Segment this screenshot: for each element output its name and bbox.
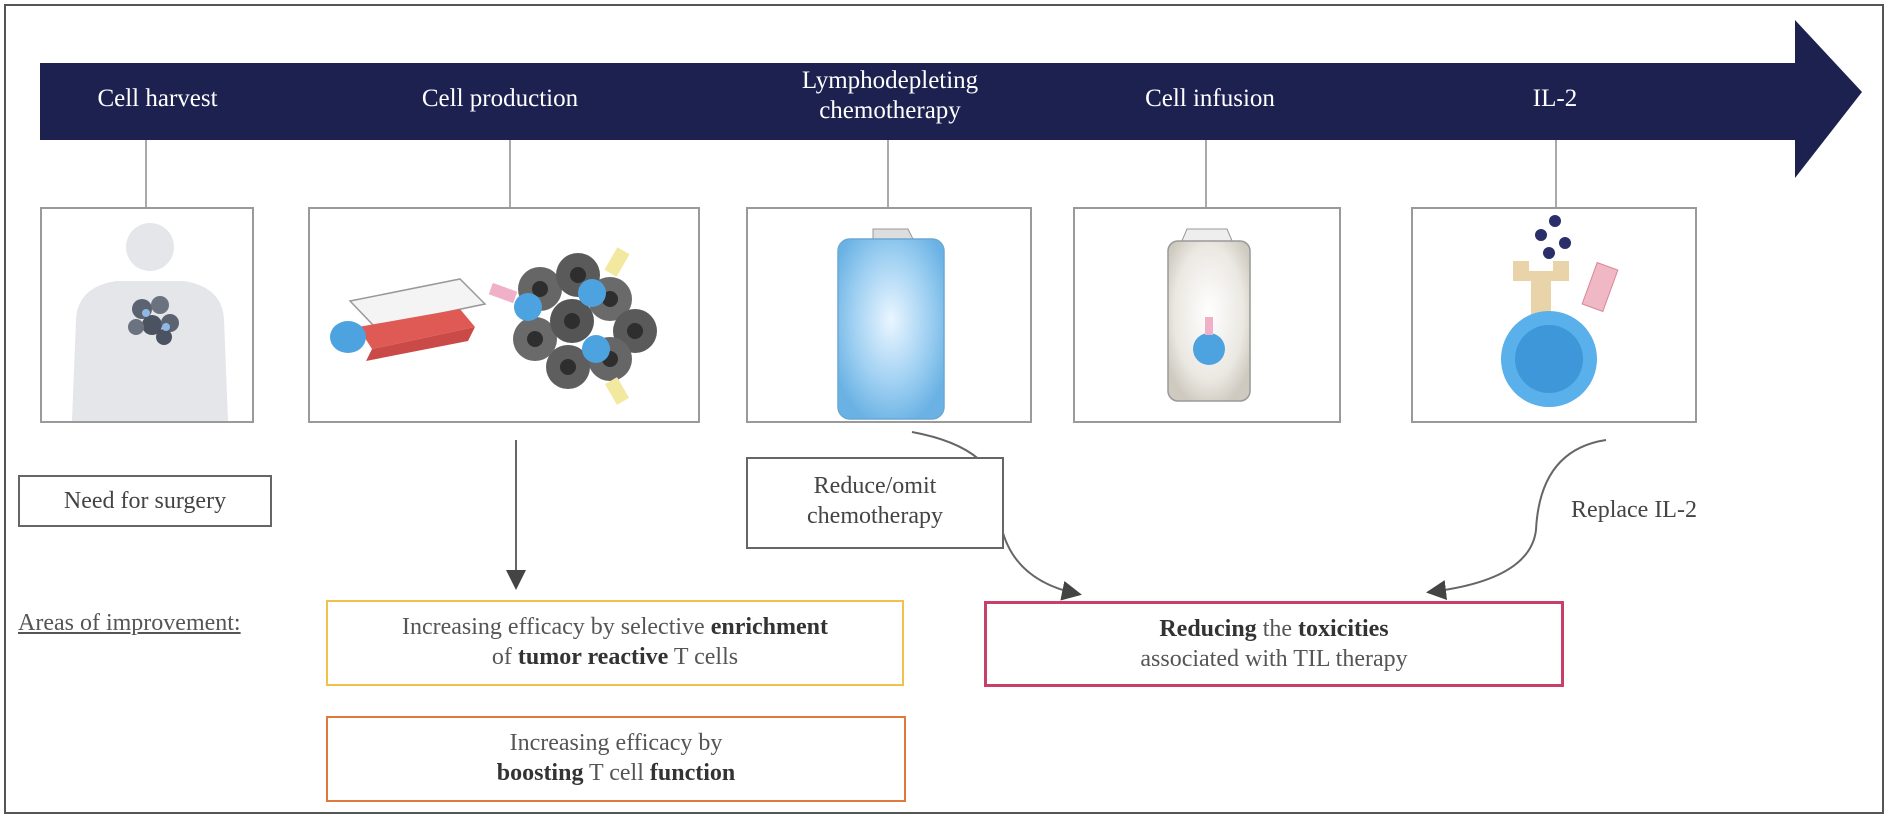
iv-bag-blue-icon bbox=[837, 228, 945, 420]
step-label-il2: IL-2 bbox=[1532, 85, 1578, 112]
panel-il2 bbox=[1411, 207, 1697, 423]
step-label-lymphodepleting-chemotherapy: Lymphodepleting chemotherapy bbox=[801, 67, 979, 124]
toxicity-bold-1: Reducing bbox=[1159, 616, 1257, 642]
timeline-arrow bbox=[40, 20, 1862, 178]
toxicity-text-2: associated with TIL therapy bbox=[1140, 646, 1408, 672]
tumor-cell-cluster-icon bbox=[488, 247, 657, 405]
t-cell-il2-receptor-icon bbox=[1501, 215, 1619, 407]
boosting-bold-2: function bbox=[649, 760, 736, 786]
cell-production-illustration bbox=[330, 247, 657, 405]
box-boosting: Increasing efficacy by boosting T cell f… bbox=[326, 716, 906, 802]
panel-cell-harvest bbox=[40, 207, 254, 423]
panel-cell-production bbox=[308, 207, 700, 423]
enrichment-text-2: of bbox=[491, 644, 518, 670]
box-toxicity: Reducing the toxicities associated with … bbox=[984, 601, 1564, 687]
enrichment-text-1: Increasing efficacy by selective bbox=[401, 614, 711, 640]
step-label-cell-infusion: Cell infusion bbox=[1145, 85, 1275, 112]
arrow-il2-to-toxicity bbox=[1426, 439, 1607, 601]
boosting-bold-1: boosting bbox=[496, 760, 584, 786]
culture-flask-icon bbox=[330, 278, 487, 361]
enrichment-text-3: T cells bbox=[668, 644, 739, 670]
toxicity-bold-2: toxicities bbox=[1298, 616, 1389, 642]
box-enrichment: Increasing efficacy by selective enrichm… bbox=[326, 600, 904, 686]
human-silhouette-icon bbox=[72, 223, 228, 421]
note-reduce-chemotherapy: Reduce/omit chemotherapy bbox=[746, 457, 1004, 549]
enrichment-bold-1: enrichment bbox=[710, 614, 829, 640]
panel-chemotherapy bbox=[746, 207, 1032, 423]
note-replace-il2: Replace IL-2 bbox=[1571, 497, 1697, 523]
toxicity-text-1: the bbox=[1256, 616, 1299, 642]
note-need-for-surgery: Need for surgery bbox=[18, 475, 272, 527]
iv-bag-cells-icon bbox=[1167, 228, 1251, 402]
step-label-cell-production: Cell production bbox=[421, 85, 579, 112]
figure-frame bbox=[4, 4, 1884, 814]
panel-cell-infusion bbox=[1073, 207, 1341, 423]
step-label-cell-harvest: Cell harvest bbox=[97, 85, 218, 112]
tumor-cluster-icon bbox=[128, 296, 179, 345]
boosting-text-2: T cell bbox=[583, 760, 650, 786]
boosting-text-1: Increasing efficacy by bbox=[509, 730, 723, 756]
enrichment-bold-2: tumor reactive bbox=[517, 644, 669, 670]
areas-of-improvement-heading: Areas of improvement: bbox=[18, 610, 241, 636]
